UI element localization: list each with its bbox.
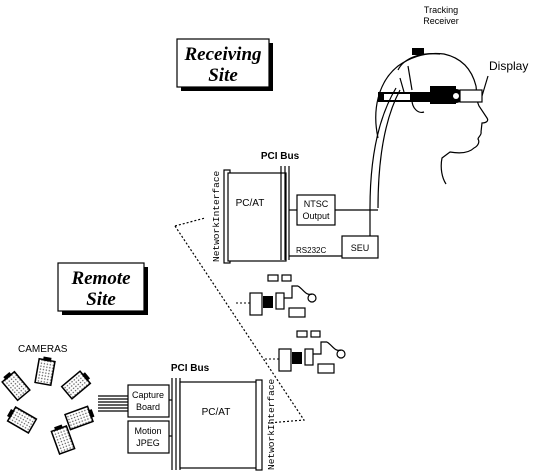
display-body [378,92,454,102]
tracking-receiver-label-line1: Tracking [424,5,458,15]
headset-cable-2 [369,87,397,209]
camera-icon [64,405,95,431]
head-profile [375,52,489,185]
receiving-site-label-line1: Receiving [183,44,261,65]
seu-box [341,235,379,259]
capture-board-box [127,384,170,418]
seu-label: SEU [351,243,370,253]
cameras-label: CAMERAS [18,344,68,355]
cameras: CAMERAS [1,344,128,455]
tracking-receiver-label-line2: Receiver [423,16,459,26]
remote-pc-at-label: PC/AT [202,407,231,418]
camera-icon [50,424,76,455]
receiving-site-label-line2: Site [208,65,238,86]
receiving-site-label: Receiving Site [176,38,273,91]
remote-pci-bus-label: PCI Bus [171,363,210,374]
receiving-pc-at-label: PC/AT [236,198,265,209]
camera-icon [34,356,56,387]
camera-icon [6,406,38,434]
motion-jpeg-label-line2: JPEG [136,438,160,448]
tracking-receiver [412,48,424,55]
headset-cable-1 [377,89,401,209]
small-device-diagram-2 [265,330,346,374]
motion-jpeg-box [127,420,170,454]
receiving-network-interface-label: NetworkInterface [211,170,222,262]
remote-pc-at-box [179,381,259,469]
display-label: Display [489,59,528,73]
receiving-pci-bus-label: PCI Bus [261,151,300,162]
capture-board-label-line1: Capture [132,390,164,400]
remote-site-label-line2: Site [86,289,116,310]
remote-network-interface-label: NetworkInterface [266,378,277,470]
ntsc-output-label-line1: NTSC [304,199,329,209]
small-device-diagram-1 [236,274,317,318]
camera-icon [1,370,31,402]
rs232c-label: RS232C [296,246,326,255]
remote-site-label-line1: Remote [70,268,131,289]
network-link [174,217,306,424]
receiving-pc-at-box [227,172,287,262]
receiving-pc: PCI Bus NetworkInterface PC/AT NTSC Outp… [211,151,379,264]
network-link-path [174,225,306,424]
camera-icon [60,370,92,400]
motion-jpeg-label-line1: Motion [134,426,161,436]
remote-site-label: Remote Site [57,262,148,315]
head-mounted-display: Tracking Receiver Display [369,5,528,209]
display-visor [459,89,483,103]
capture-board-label-line2: Board [136,402,160,412]
remote-pc: PCI Bus Capture Board Motion JPEG PC/AT … [127,363,277,471]
ntsc-output-label-line2: Output [302,211,330,221]
remote-network-card [255,379,263,471]
camera-cables [98,395,128,412]
headband [397,53,441,71]
